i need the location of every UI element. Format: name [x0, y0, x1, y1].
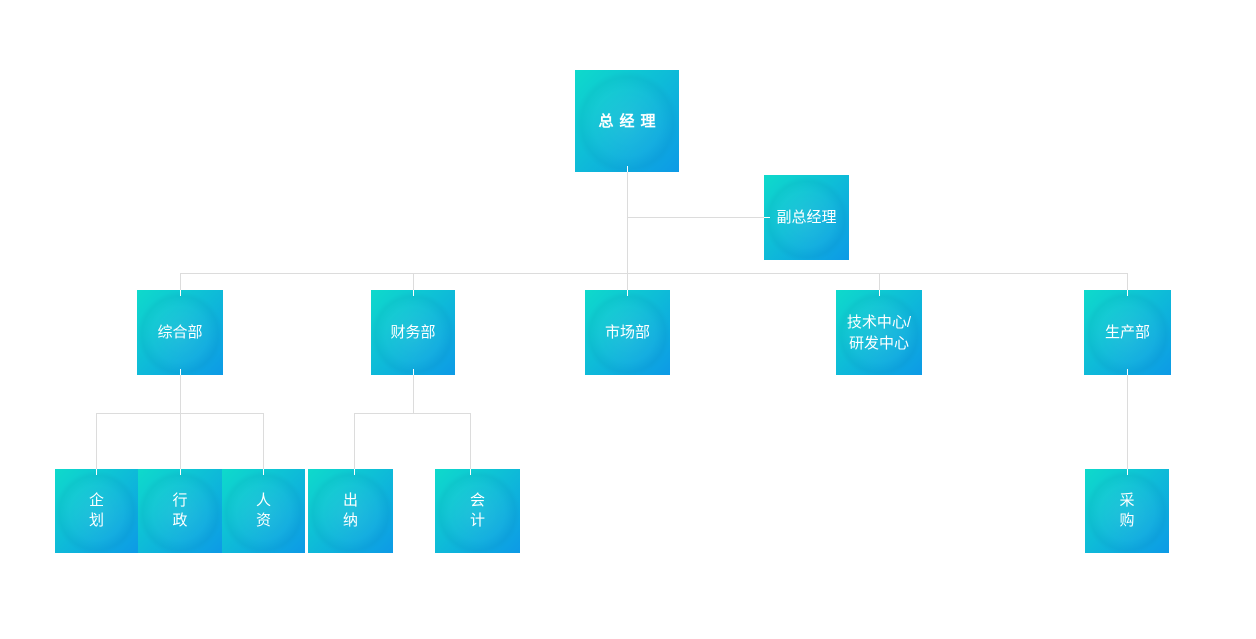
org-node-label: 会 [469, 492, 485, 509]
org-node-label: 综合部 [157, 324, 203, 341]
connector-tick [627, 290, 628, 296]
org-node-label: 技术中心/ [846, 313, 912, 331]
org-node-label: 计 [469, 512, 485, 529]
connector-vline [470, 413, 471, 469]
org-node-finance-dept: 财务部 [371, 290, 455, 375]
org-node-label: 市场部 [604, 324, 650, 341]
connector-tick [1127, 469, 1128, 475]
connector-hline [180, 273, 1127, 274]
org-node-label: 政 [172, 512, 188, 529]
connector-tick [413, 290, 414, 296]
org-node-label: 纳 [342, 512, 358, 529]
org-node-production-dept: 生产部 [1084, 290, 1171, 375]
org-node-accounting: 会计 [435, 469, 520, 553]
connector-vline [627, 273, 628, 290]
connector-tick [1127, 290, 1128, 296]
org-node-label: 企 [88, 492, 104, 509]
connector-tick [96, 469, 97, 475]
org-node-label: 财务部 [390, 324, 436, 341]
connector-vline [627, 172, 628, 273]
connector-tick [180, 290, 181, 296]
connector-hline [627, 217, 764, 218]
org-node-general-affairs-dept: 综合部 [137, 290, 223, 375]
org-node-label: 资 [255, 512, 271, 529]
connector-tick [1127, 369, 1128, 375]
org-node-label: 采 [1119, 492, 1135, 509]
org-node-deputy-general-manager: 副总经理 [764, 175, 849, 260]
connector-tick [180, 369, 181, 375]
connector-tick [764, 217, 770, 218]
connector-vline [413, 273, 414, 290]
org-node-marketing-dept: 市场部 [585, 290, 670, 375]
org-node-human-resources: 人资 [222, 469, 305, 553]
connector-tick [879, 290, 880, 296]
connector-vline [354, 413, 355, 469]
org-node-label: 行 [172, 492, 188, 509]
connector-vline [1127, 273, 1128, 290]
connector-hline [354, 413, 470, 414]
connector-tick [627, 166, 628, 172]
org-node-label: 总经理 [598, 112, 662, 130]
org-node-administration: 行政 [138, 469, 222, 553]
connector-vline [413, 375, 414, 413]
connector-vline [879, 273, 880, 290]
connector-vline [180, 413, 181, 469]
connector-vline [180, 375, 181, 413]
org-node-procurement: 采购 [1085, 469, 1169, 553]
connector-vline [96, 413, 97, 469]
connector-vline [263, 413, 264, 469]
org-node-label: 生产部 [1104, 324, 1150, 341]
connector-vline [180, 273, 181, 290]
org-node-label: 副总经理 [776, 209, 837, 226]
connector-tick [180, 469, 181, 475]
connector-tick [263, 469, 264, 475]
connector-hline [96, 413, 263, 414]
org-node-label: 出 [342, 492, 358, 509]
org-node-label: 划 [88, 512, 104, 529]
org-node-general-manager: 总经理 [575, 70, 679, 172]
org-node-label: 研发中心 [848, 334, 909, 352]
org-node-planning: 企划 [55, 469, 138, 553]
connector-tick [470, 469, 471, 475]
org-node-cashier: 出纳 [308, 469, 393, 553]
org-node-label: 人 [255, 492, 271, 509]
org-node-tech-rnd-center: 技术中心/研发中心 [836, 290, 922, 375]
connector-vline [1127, 375, 1128, 469]
org-node-label: 购 [1119, 512, 1135, 529]
connector-tick [354, 469, 355, 475]
connector-tick [413, 369, 414, 375]
